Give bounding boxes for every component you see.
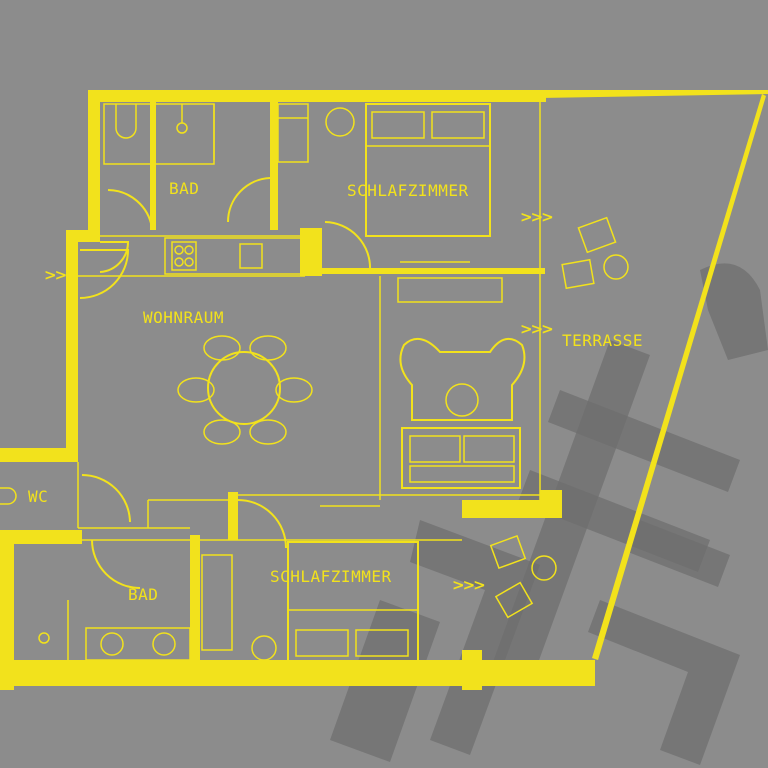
round-table-icon [177,335,313,445]
room-label-wohnraum: WOHNRAUM [143,308,224,327]
bath-bottom-fixtures [38,627,191,661]
interior-lines [14,100,545,660]
bath-top-fixtures [103,103,309,165]
terrace-outline [540,90,768,660]
door-swing-icon [79,177,372,589]
terrace-furniture [489,216,629,619]
double-bed-icon [201,505,419,663]
sofa-icon [401,427,521,489]
entry-arrows: >>> >>> >>> >>> [44,208,554,594]
shower-icon [176,104,188,134]
terrace-arrow-top: >>> [520,208,552,226]
room-label-terrasse: TERRASSE [562,331,643,350]
walls [0,90,595,690]
room-labels: BAD SCHLAFZIMMER WOHNRAUM TERRASSE WC BA… [28,179,643,604]
room-label-bad-bottom: BAD [128,585,158,604]
room-label-wc: WC [28,487,48,506]
toilet-icon [115,104,137,139]
washbasin-icon [100,632,176,656]
armchair-icon [399,337,526,421]
toilet-icon [0,487,17,505]
terrace-arrow-bottom: >>> [452,576,484,594]
kitchen-counter [164,237,306,275]
room-label-schlafzimmer-top: SCHLAFZIMMER [347,181,469,200]
entry-arrow: >>> [44,266,76,284]
double-bed-icon [325,103,503,303]
terrace-arrow-middle: >>> [520,320,552,338]
room-label-schlafzimmer-bottom: SCHLAFZIMMER [270,567,392,586]
room-label-bad-top: BAD [169,179,199,198]
